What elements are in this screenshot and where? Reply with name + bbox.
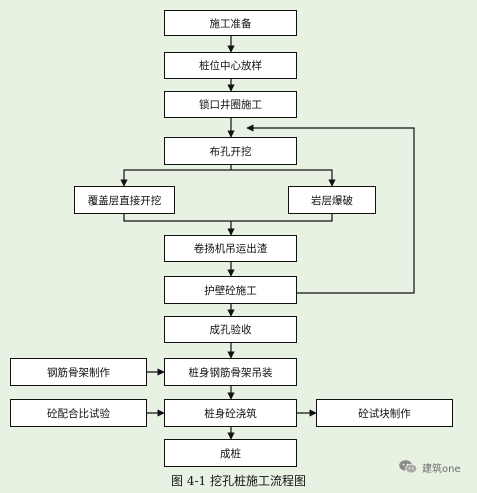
node-pile-center-setout: 桩位中心放样 [164, 52, 297, 79]
node-overburden-excavation: 覆盖层直接开挖 [74, 186, 175, 214]
node-rebar-hoisting: 桩身钢筋骨架吊装 [164, 358, 297, 386]
node-construction-prep: 施工准备 [164, 10, 297, 36]
watermark-text: 建筑one [422, 463, 461, 475]
node-hole-inspection: 成孔验收 [164, 316, 297, 343]
node-hoist-muck: 卷扬机吊运出渣 [164, 235, 297, 262]
arrow-holes-to-blast [231, 169, 336, 187]
merge-overburden [123, 214, 231, 222]
node-pile-pouring: 桩身砼浇筑 [164, 399, 297, 427]
node-collar-ring: 锁口井圈施工 [164, 91, 297, 118]
node-rock-blasting: 岩层爆破 [288, 186, 376, 214]
node-wall-concrete: 护壁砼施工 [164, 276, 297, 304]
arrow-holes-to-overburden [120, 169, 231, 187]
merge-blast [231, 214, 333, 222]
loop-back-arrow [246, 124, 415, 294]
watermark: 建筑one [398, 459, 461, 475]
node-mix-ratio-test: 砼配合比试验 [10, 399, 147, 427]
wechat-icon [399, 460, 418, 474]
node-pile-complete: 成桩 [164, 439, 297, 467]
node-rebar-fabrication: 钢筋骨架制作 [10, 358, 147, 386]
figure-caption: 图 4-1 挖孔桩施工流程图 [171, 474, 306, 488]
node-test-blocks: 砼试块制作 [316, 399, 453, 427]
node-hole-layout-excavation: 布孔开挖 [164, 137, 297, 165]
